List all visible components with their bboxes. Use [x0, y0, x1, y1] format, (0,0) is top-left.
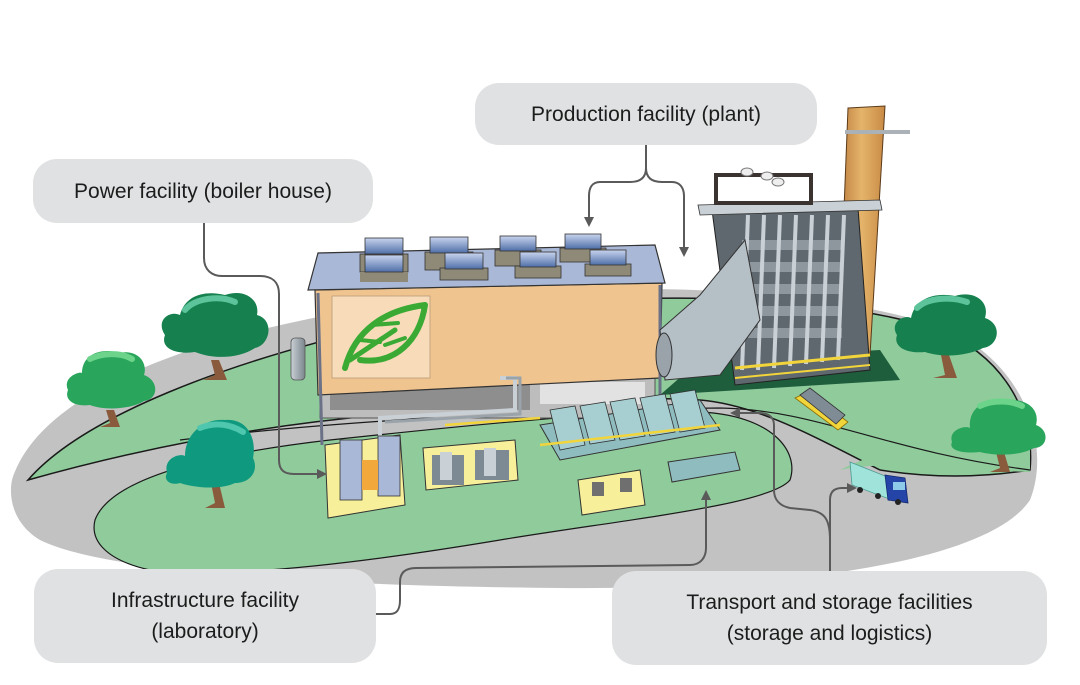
storage-container — [794, 387, 849, 431]
leaf-logo-icon — [342, 302, 428, 371]
callout-power-label: Power facility (boiler house) — [74, 179, 332, 203]
infrastructure — [324, 376, 741, 519]
tree-icon — [165, 419, 255, 508]
tree-icon — [894, 294, 997, 378]
fan-unit — [360, 254, 408, 282]
tree-icon — [951, 398, 1046, 472]
callout-power-facility: Power facility (boiler house) — [33, 159, 373, 223]
production-plant — [655, 105, 910, 386]
tree-icon — [161, 292, 269, 380]
callout-infrastructure-line2: (laboratory) — [151, 620, 259, 643]
callout-transport-line1: Transport and storage facilities — [686, 591, 973, 614]
fan-unit — [514, 251, 562, 279]
roof-fans — [359, 233, 632, 282]
callout-infrastructure-line1: Infrastructure facility — [111, 589, 299, 612]
connector-power — [203, 223, 327, 479]
connector-infrastructure — [376, 490, 711, 615]
connector-production-branch — [645, 167, 689, 257]
fan-unit — [439, 252, 489, 281]
connector-production-stem — [584, 145, 647, 227]
callout-infrastructure-facility: Infrastructure facility (laboratory) — [34, 569, 376, 663]
connector-transport-storage — [730, 408, 831, 541]
connector-transport-truck — [829, 483, 857, 571]
fan-unit — [584, 249, 632, 277]
connectors — [203, 145, 857, 615]
truck-icon — [849, 461, 909, 505]
callout-production-facility: Production facility (plant) — [475, 83, 817, 145]
trees — [66, 292, 1046, 508]
tree-icon — [66, 351, 156, 427]
callout-transport-line2: (storage and logistics) — [726, 622, 933, 645]
callout-production-label: Production facility (plant) — [531, 102, 761, 126]
callout-transport-storage-facilities: Transport and storage facilities (storag… — [612, 571, 1047, 665]
